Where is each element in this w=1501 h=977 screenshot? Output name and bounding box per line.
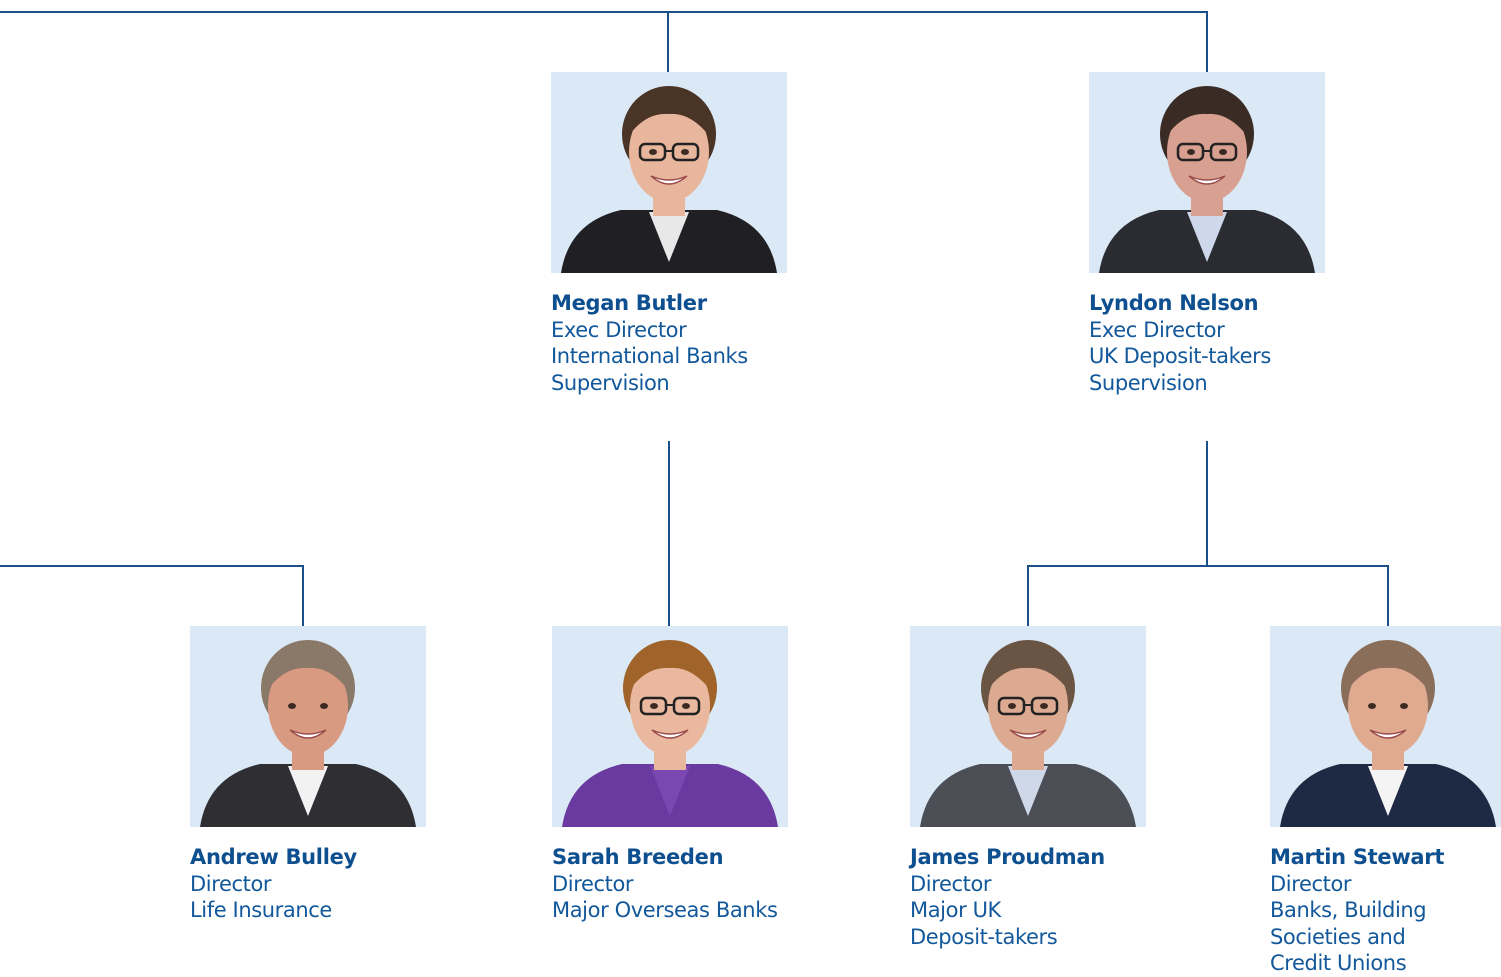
person-department: Supervision xyxy=(551,370,670,395)
connector-lyndon-down xyxy=(1206,441,1208,566)
person-department: International Banks xyxy=(551,344,748,368)
person-name: Megan Butler xyxy=(551,291,707,315)
person-card-megan-butler: Megan Butler Exec Director International… xyxy=(551,72,787,396)
connector-to-andrew xyxy=(302,565,304,627)
connector-to-lyndon xyxy=(1206,11,1208,72)
person-department: Life Insurance xyxy=(190,898,332,922)
person-role: Director xyxy=(552,871,634,896)
person-name: Sarah Breeden xyxy=(552,845,724,869)
portrait-illustration xyxy=(910,626,1146,827)
person-card-andrew-bulley: Andrew Bulley Director Life Insurance xyxy=(190,626,426,924)
person-department: Major UK xyxy=(910,898,1001,922)
person-department: Societies and xyxy=(1270,924,1406,949)
connector-to-martin xyxy=(1387,565,1389,627)
person-department: Credit Unions xyxy=(1270,951,1407,975)
person-role: Exec Director xyxy=(551,317,687,342)
person-role: Director xyxy=(910,871,992,896)
connector-lyndon-branch xyxy=(1027,565,1389,567)
person-card-james-proudman: James Proudman Director Major UK Deposit… xyxy=(910,626,1146,950)
person-role: Director xyxy=(1270,871,1352,896)
portrait-illustration xyxy=(1270,626,1501,827)
person-department: Deposit-takers xyxy=(910,924,1058,949)
portrait-illustration xyxy=(552,626,788,827)
portrait-photo xyxy=(1270,626,1501,827)
person-card-lyndon-nelson: Lyndon Nelson Exec Director UK Deposit-t… xyxy=(1089,72,1325,396)
portrait-photo xyxy=(190,626,426,827)
portrait-illustration xyxy=(551,72,787,273)
person-role: Director xyxy=(190,871,272,896)
person-department: UK Deposit-takers xyxy=(1089,344,1271,368)
person-name: Lyndon Nelson xyxy=(1089,291,1259,315)
person-department: Banks, Building xyxy=(1270,898,1427,922)
portrait-photo xyxy=(551,72,787,273)
person-card-martin-stewart: Martin Stewart Director Banks, Building … xyxy=(1270,626,1501,977)
connector-megan-down xyxy=(668,441,670,627)
person-name: Andrew Bulley xyxy=(190,845,357,869)
person-department: Supervision xyxy=(1089,370,1208,395)
connector-top xyxy=(0,11,1208,13)
portrait-photo xyxy=(552,626,788,827)
person-role: Exec Director xyxy=(1089,317,1225,342)
connector-to-james xyxy=(1027,565,1029,627)
portrait-illustration xyxy=(190,626,426,827)
portrait-photo xyxy=(1089,72,1325,273)
person-department: Major Overseas Banks xyxy=(552,898,778,922)
person-card-sarah-breeden: Sarah Breeden Director Major Overseas Ba… xyxy=(552,626,788,924)
connector-to-megan xyxy=(667,11,669,72)
connector-left-branch xyxy=(0,565,304,567)
portrait-illustration xyxy=(1089,72,1325,273)
person-name: Martin Stewart xyxy=(1270,845,1445,869)
person-name: James Proudman xyxy=(910,845,1105,869)
portrait-photo xyxy=(910,626,1146,827)
